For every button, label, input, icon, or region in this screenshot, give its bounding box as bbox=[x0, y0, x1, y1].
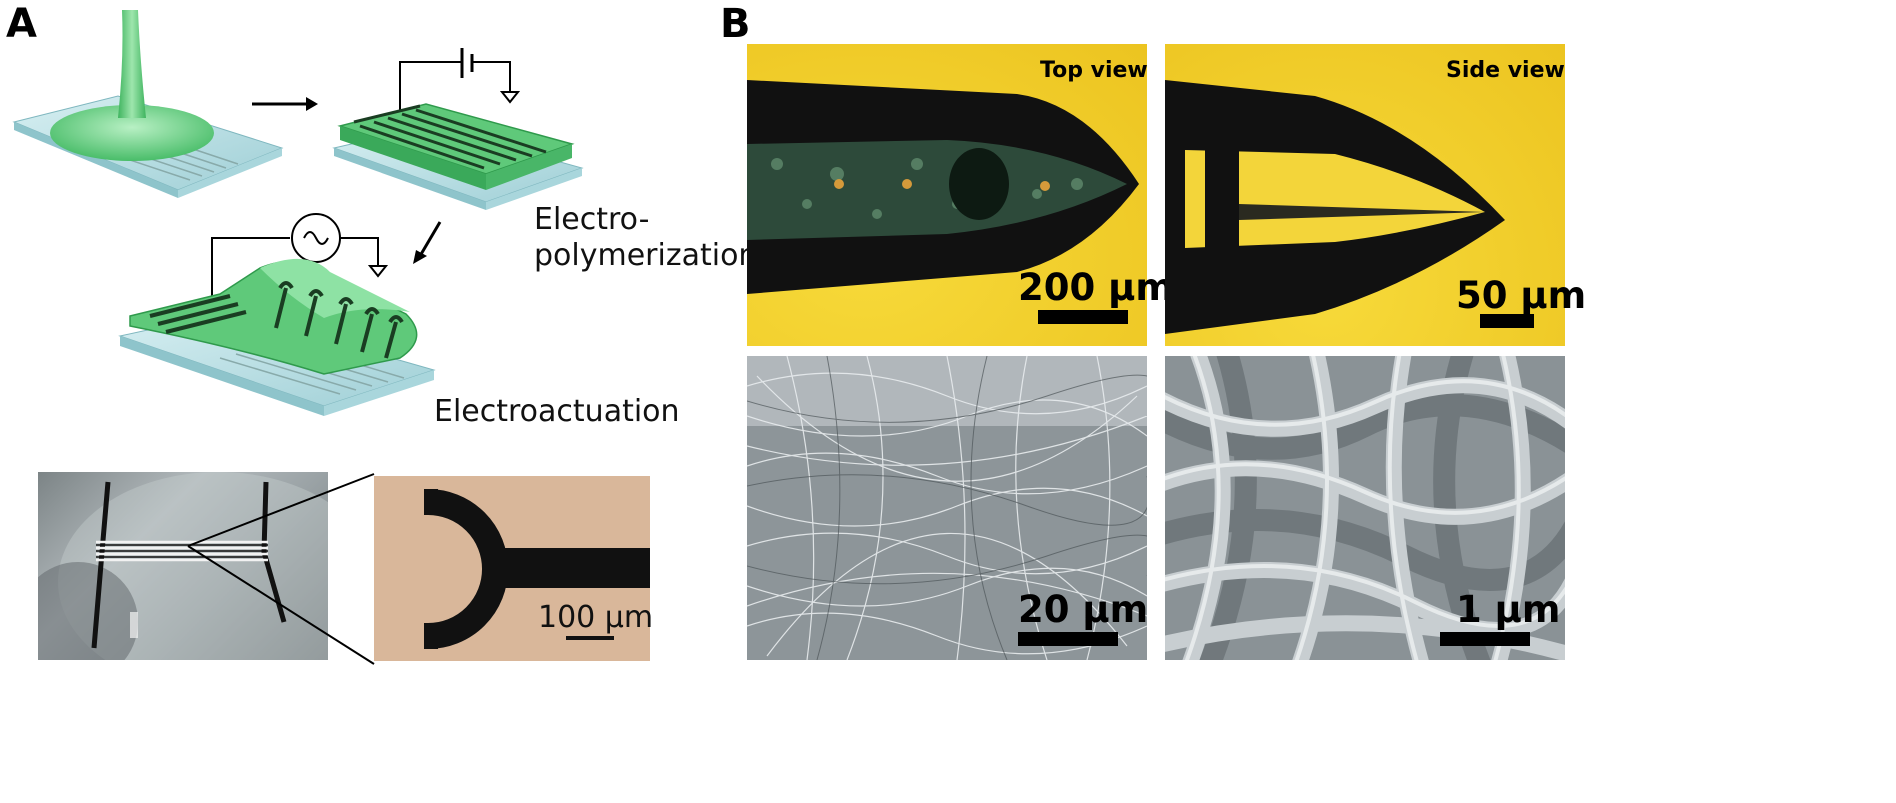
device-photo-content bbox=[38, 472, 328, 660]
sem-fibers-fine bbox=[747, 356, 1147, 660]
sem-high-scale-bar bbox=[1440, 632, 1530, 646]
top-view-image bbox=[747, 44, 1147, 346]
top-view-label: Top view bbox=[1040, 58, 1148, 83]
micrograph-scale-bar bbox=[566, 636, 614, 640]
electropolymerization-text: Electro- polymerization bbox=[534, 202, 758, 273]
electroactuation-caption: Electroactuation bbox=[434, 394, 680, 429]
sem-fibers-thick bbox=[1165, 356, 1565, 660]
micrograph-scale-label: 100 µm bbox=[538, 600, 654, 635]
battery-circuit bbox=[399, 48, 521, 120]
side-view-label: Side view bbox=[1446, 58, 1565, 83]
peeled-electrodes bbox=[149, 281, 404, 359]
sem-low-scale-bar bbox=[1018, 632, 1118, 646]
sem-image-low-magnification bbox=[747, 356, 1147, 660]
ac-source-circuit bbox=[211, 213, 389, 308]
sem-high-scale-label: 1 µm bbox=[1456, 588, 1561, 631]
top-view-content bbox=[747, 80, 1139, 294]
panel-a-letter: A bbox=[6, 1, 37, 47]
electrode-micrograph-content bbox=[424, 489, 650, 649]
side-view-scale-label: 50 µm bbox=[1456, 274, 1587, 317]
arrow-right-icon bbox=[252, 97, 318, 111]
arrow-down-left-icon bbox=[413, 221, 442, 264]
pour-illustration bbox=[12, 10, 284, 198]
top-view-scale-bar bbox=[1038, 310, 1128, 324]
panel-b-letter: B bbox=[720, 1, 751, 47]
side-view-content bbox=[1165, 80, 1505, 334]
peeling-hydrogel-film bbox=[129, 258, 418, 375]
electrode-micrograph bbox=[374, 476, 650, 661]
sem-image-high-magnification bbox=[1165, 356, 1565, 660]
polymer-droplet bbox=[50, 105, 214, 161]
polymer-stream bbox=[118, 10, 146, 118]
top-view-scale-label: 200 µm bbox=[1018, 266, 1174, 309]
electroactuation-illustration bbox=[118, 213, 436, 416]
electrode-lines-2 bbox=[353, 104, 547, 170]
zoom-lines bbox=[187, 473, 375, 665]
side-view-image bbox=[1165, 44, 1565, 346]
electropolymerization-caption: Electro- polymerization bbox=[534, 202, 757, 274]
sem-low-scale-label: 20 µm bbox=[1018, 588, 1149, 631]
side-view-scale-bar bbox=[1480, 314, 1534, 328]
electropolymerization-illustration bbox=[332, 48, 584, 210]
device-photo bbox=[38, 472, 328, 660]
